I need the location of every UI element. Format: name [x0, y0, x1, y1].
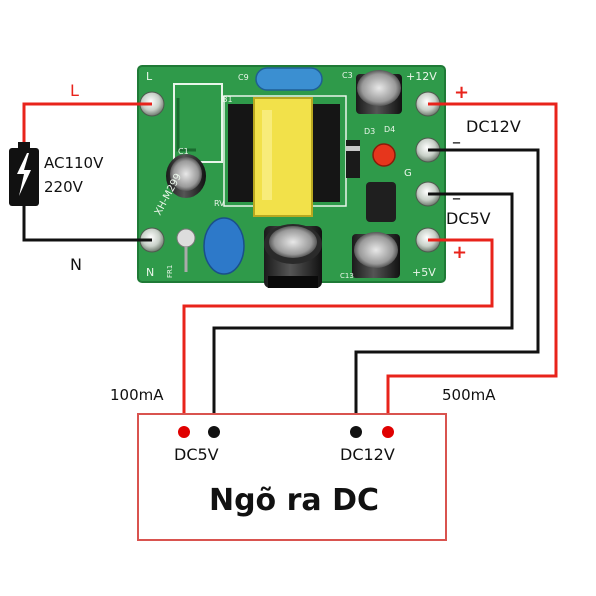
silk-rv: RV [214, 199, 225, 208]
terminal-12v-minus [350, 426, 362, 438]
wire-12v-minus [354, 148, 540, 432]
dc12v-label: DC12V [466, 117, 521, 136]
silk-c13: C13 [340, 272, 354, 280]
terminal-12v-plus [382, 426, 394, 438]
terminal-5v-plus [178, 426, 190, 438]
source-label-line2: 220V [44, 178, 84, 196]
terminal-5v-minus [208, 426, 220, 438]
capacitor-main [264, 224, 322, 288]
neutral-label: N [70, 255, 82, 274]
line-label: L [70, 81, 79, 100]
current-100ma: 100mA [110, 386, 164, 404]
x-capacitor-c9 [255, 67, 323, 91]
wire-5v-minus [212, 192, 514, 432]
resistor-fr1 [176, 228, 196, 272]
minus-5v-sign: – [452, 188, 461, 209]
capacitor-c1 [166, 154, 206, 198]
silk-d3: D3 [364, 127, 375, 136]
silk-c9: C9 [238, 73, 249, 82]
plus-12v-sign: + [454, 82, 469, 103]
transformer [228, 97, 340, 217]
silk-n: N [146, 266, 154, 279]
current-500ma: 500mA [442, 386, 496, 404]
minus-12v-sign: – [452, 132, 461, 153]
silk-b1: B1 [222, 95, 233, 104]
output-box [137, 413, 447, 541]
silk-c3: C3 [342, 71, 353, 80]
battery-charging-icon [9, 142, 39, 206]
silk-plus5: +5V [412, 266, 436, 279]
box-title: Ngõ ra DC [209, 483, 379, 518]
silk-d4: D4 [384, 125, 395, 134]
wire-5v-plus [182, 238, 494, 432]
wire-12v-plus [386, 102, 558, 432]
capacitor-c13 [352, 232, 400, 278]
plus-5v-sign: + [452, 242, 467, 263]
capacitor-c3 [356, 70, 402, 114]
silk-fr1: FR1 [166, 265, 174, 278]
diode-d3 [346, 140, 360, 178]
silk-plus12: +12V [406, 70, 437, 83]
box-dc5v-label: DC5V [174, 445, 219, 464]
varistor-rv [203, 217, 245, 275]
silk-l: L [146, 70, 153, 83]
led-indicator [372, 143, 396, 167]
regulator-chip [366, 182, 396, 222]
box-dc12v-label: DC12V [340, 445, 395, 464]
source-label-line1: AC110V [44, 154, 104, 172]
wire-n-black [22, 190, 152, 242]
silk-g: G [404, 168, 412, 179]
silk-c1: C1 [178, 147, 189, 156]
dc5v-label: DC5V [446, 209, 491, 228]
wire-l-red [22, 102, 152, 160]
